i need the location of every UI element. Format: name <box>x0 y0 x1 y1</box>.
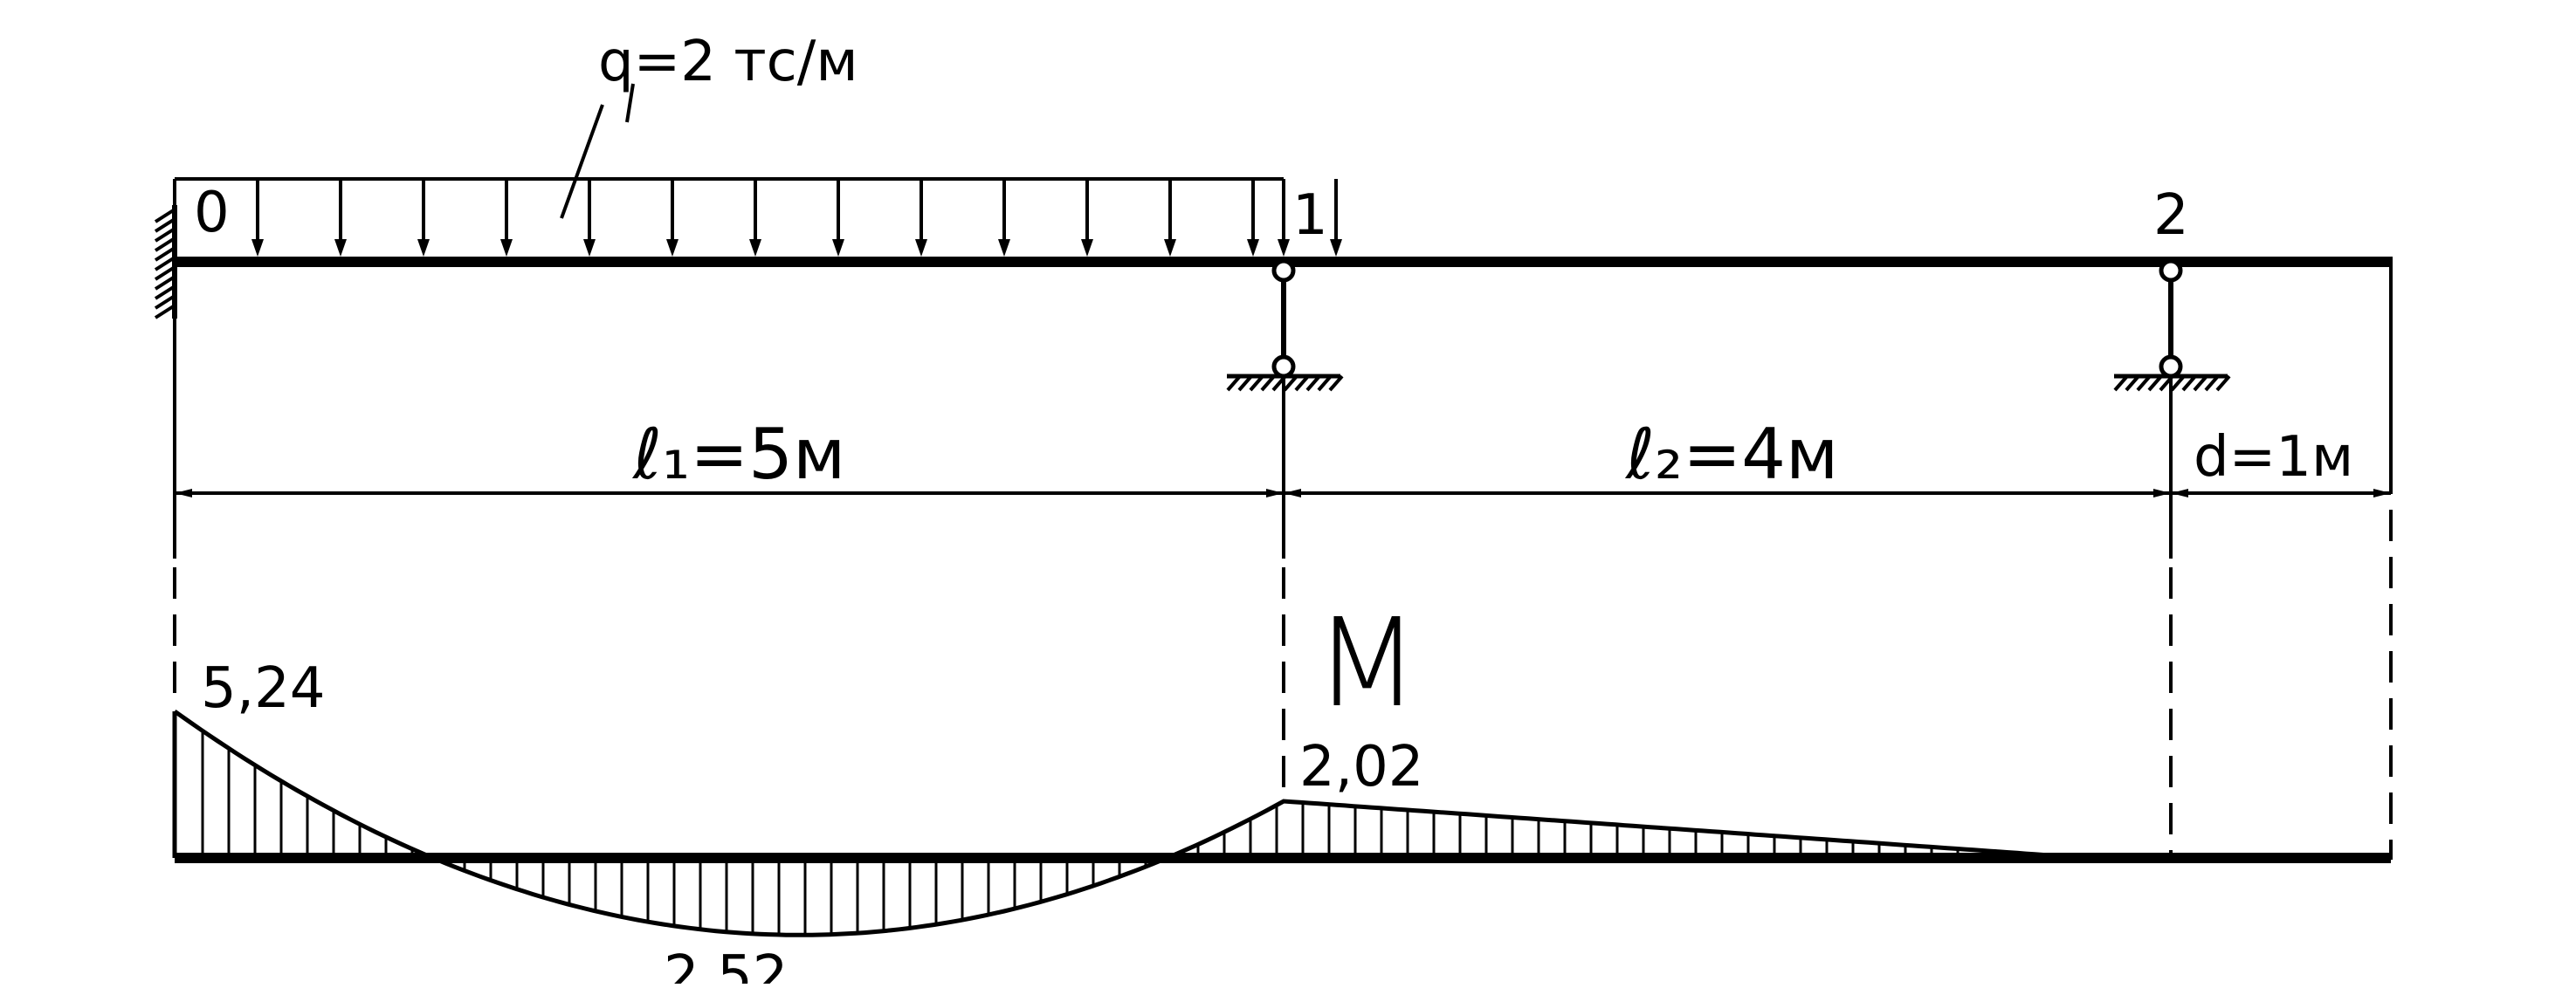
fixed-support <box>154 205 177 319</box>
load-arrow-head <box>334 239 347 257</box>
dimension-label-l2: ℓ₂=4м <box>1624 414 1838 495</box>
fixed-support-hatch-line <box>154 256 176 271</box>
ground-hatch-line <box>1317 374 1333 392</box>
moment-value-span-min: 2,52 <box>664 944 789 984</box>
fixed-support-hatch-line <box>154 208 176 223</box>
fixed-support-hatch-line <box>154 217 176 233</box>
ground-hatch-line <box>1328 374 1344 392</box>
support-2-top-hinge <box>2159 258 2183 283</box>
load-label: q=2 тс/м <box>598 30 858 94</box>
fixed-support-hatch-line <box>154 237 176 252</box>
load-arrow-head <box>832 239 844 257</box>
fixed-support-hatch-line <box>154 227 176 243</box>
support-1-hatch <box>1226 374 1344 392</box>
load-arrow-head <box>998 239 1010 257</box>
load-arrow-head <box>1081 239 1093 257</box>
load-arrow-head <box>749 239 761 257</box>
fixed-support-hatch-line <box>154 275 176 291</box>
load-arrow-head <box>417 239 430 257</box>
ground-hatch-line <box>1237 374 1253 392</box>
ground-hatch-line <box>1226 374 1242 392</box>
moment-diagram: M 5,24 2,02 2,52 <box>172 593 2391 988</box>
fixed-support-hatch-line <box>154 265 176 281</box>
load-arrow-head <box>251 239 264 257</box>
ground-hatch-line <box>1294 374 1310 392</box>
node-label-0: 0 <box>194 181 230 245</box>
load-arrow-head <box>1164 239 1176 257</box>
support-1-bottom-hinge <box>1271 354 1296 379</box>
pinned-support-1 <box>1226 258 1344 392</box>
support-2-bottom-hinge <box>2159 354 2183 379</box>
ground-hatch-line <box>2204 374 2220 392</box>
ground-hatch-line <box>1305 374 1321 392</box>
load-arrow-head <box>1330 239 1342 257</box>
fixed-support-hatch <box>154 208 176 319</box>
dimension-label-l1: ℓ₁=5м <box>631 414 845 495</box>
support-2-hatch <box>2113 374 2231 392</box>
load-arrow-head <box>583 239 596 257</box>
load-arrow-head <box>666 239 678 257</box>
node-label-1: 1 <box>1292 183 1328 248</box>
ground-hatch-line <box>1249 374 1264 392</box>
fixed-support-hatch-line <box>154 294 176 310</box>
ground-hatch-line <box>2170 374 2186 392</box>
moment-diagram-title: M <box>1314 593 1420 735</box>
ground-hatch-line <box>2136 374 2152 392</box>
moment-diagram-hatch <box>201 731 2012 936</box>
support-1-top-hinge <box>1271 258 1296 283</box>
load-arrow-head <box>1247 239 1259 257</box>
distributed-load: q=2 тс/м <box>173 30 1342 257</box>
extension-lines <box>173 319 2393 860</box>
fixed-support-hatch-line <box>154 304 176 319</box>
node-label-2: 2 <box>2153 183 2189 248</box>
load-arrow-head <box>500 239 513 257</box>
load-arrow-head <box>915 239 927 257</box>
ground-hatch-line <box>2181 374 2197 392</box>
load-leader-line <box>560 104 604 219</box>
load-arrows <box>251 179 1342 257</box>
ground-hatch-line <box>2147 374 2163 392</box>
ground-hatch-line <box>2215 374 2231 392</box>
ground-hatch-line <box>1260 374 1276 392</box>
load-leader-tick <box>625 83 635 123</box>
moment-curve <box>173 709 2088 937</box>
ground-hatch-line <box>2125 374 2140 392</box>
moment-value-support-1: 2,02 <box>1299 735 1424 799</box>
ground-hatch-line <box>2193 374 2208 392</box>
pinned-support-2 <box>2113 258 2231 392</box>
dimension-label-d: d=1м <box>2194 425 2353 490</box>
ground-hatch-line <box>1283 374 1298 392</box>
fixed-support-hatch-line <box>154 285 176 300</box>
ground-hatch-line <box>2113 374 2129 392</box>
load-arrow-head <box>1278 239 1290 257</box>
fixed-support-hatch-line <box>154 246 176 262</box>
moment-value-left-support: 5,24 <box>201 656 326 721</box>
